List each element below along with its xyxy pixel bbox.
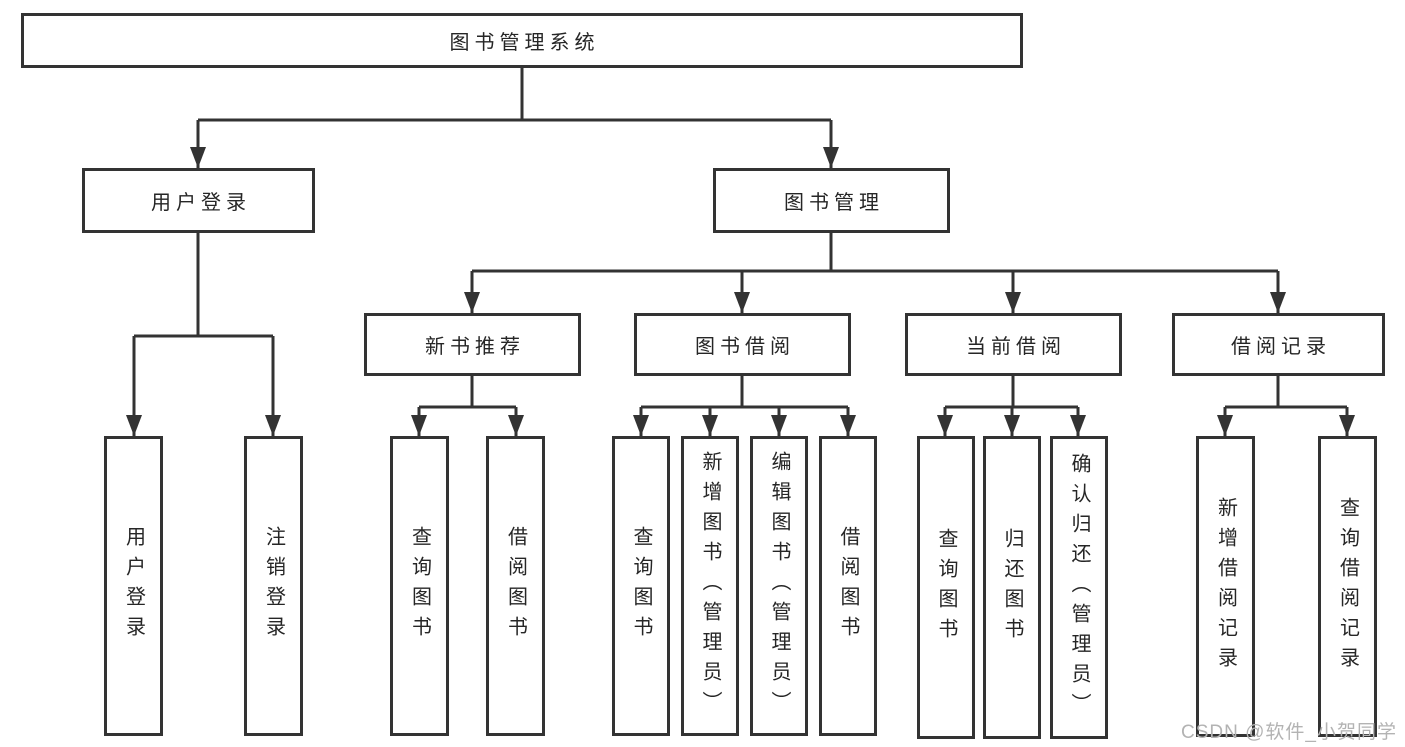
node-label: 查询图书	[630, 526, 652, 646]
node-label: 图书借阅	[695, 336, 795, 358]
csdn-watermark: CSDN @软件_小贺同学	[1181, 722, 1397, 743]
node-label: 归还图书	[1001, 527, 1023, 648]
node-book-borrowing: 图书借阅	[634, 313, 851, 376]
node-label: 用户登录	[122, 526, 145, 646]
node-label: 查询图书	[935, 527, 957, 648]
leaf-logout: 注销登录	[244, 436, 303, 736]
leaf-query-books-borrow: 查询图书	[612, 436, 670, 736]
leaf-borrow-books: 借阅图书	[819, 436, 877, 736]
node-label: 新增图书（管理员）	[699, 451, 721, 721]
node-user-login: 用户登录	[82, 168, 315, 233]
node-label: 图书管理	[784, 192, 884, 214]
node-label: 注销登录	[262, 526, 285, 646]
leaf-borrow-books-recommend: 借阅图书	[486, 436, 545, 736]
node-label: 查询图书	[408, 526, 431, 646]
node-root-library-system: 图书管理系统	[21, 13, 1023, 68]
node-label: 查询借阅记录	[1336, 496, 1359, 677]
node-label: 用户登录	[151, 192, 251, 214]
leaf-query-books-recommend: 查询图书	[390, 436, 449, 736]
node-label: 当前借阅	[966, 336, 1066, 358]
leaf-user-login: 用户登录	[104, 436, 163, 736]
node-borrowing-records: 借阅记录	[1172, 313, 1385, 376]
leaf-edit-book-admin: 编辑图书（管理员）	[750, 436, 808, 736]
node-new-book-recommendation: 新书推荐	[364, 313, 581, 376]
node-label: 确认归还（管理员）	[1068, 452, 1090, 723]
node-book-management: 图书管理	[713, 168, 950, 233]
node-label: 借阅图书	[837, 526, 859, 646]
leaf-confirm-return-admin: 确认归还（管理员）	[1050, 436, 1108, 739]
leaf-return-book: 归还图书	[983, 436, 1041, 739]
leaf-add-borrow-record: 新增借阅记录	[1196, 436, 1255, 737]
node-label: 图书管理系统	[449, 32, 600, 54]
leaf-add-book-admin: 新增图书（管理员）	[681, 436, 739, 736]
node-label: 新书推荐	[425, 336, 525, 358]
node-label: 借阅图书	[504, 526, 527, 646]
node-label: 借阅记录	[1231, 336, 1331, 358]
leaf-query-borrow-record: 查询借阅记录	[1318, 436, 1377, 737]
node-label: 编辑图书（管理员）	[768, 451, 790, 721]
node-label: 新增借阅记录	[1214, 496, 1237, 677]
leaf-query-books-current: 查询图书	[917, 436, 975, 739]
node-current-borrowing: 当前借阅	[905, 313, 1122, 376]
arrowheads	[126, 147, 1355, 436]
